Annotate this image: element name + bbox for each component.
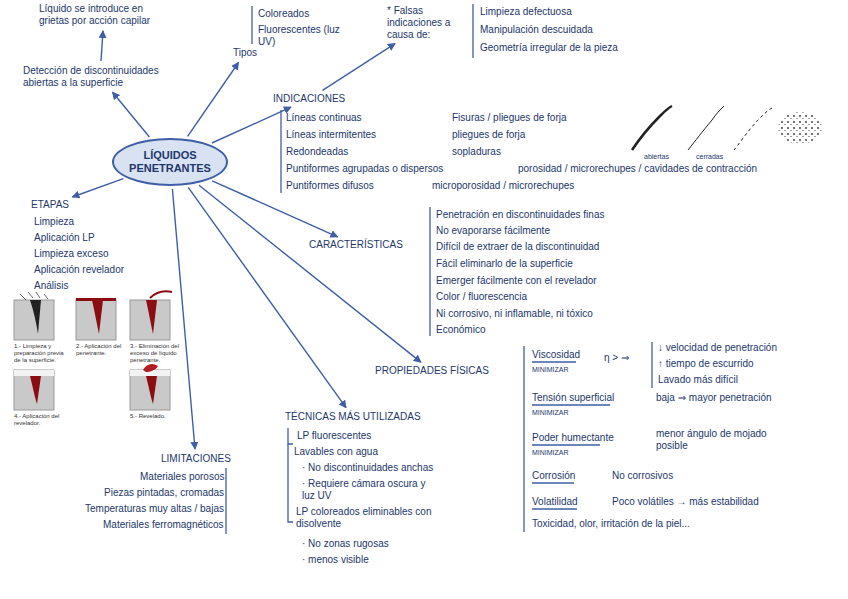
note-text: Líneas intermitentes: [286, 129, 376, 141]
note-text: MINIMIZAR: [532, 408, 569, 417]
branch-heading: Detección de discontinuidades abiertas a…: [20, 64, 180, 90]
note-text: Lavado más difícil: [658, 374, 738, 386]
brackets: [226, 4, 652, 534]
note-text: Coloreados: [258, 8, 309, 20]
branch-arrow: [101, 31, 103, 61]
note-text: Limpieza exceso: [34, 248, 108, 260]
figure-caption: 4.- Aplicación del revelador.: [14, 413, 70, 427]
note-text: Temperaturas muy altas / bajas: [85, 503, 224, 515]
note-text: · No discontinuidades anchas: [302, 462, 433, 474]
central-ellipse: LÍQUIDOS PENETRANTES: [112, 138, 228, 186]
note-text: No corrosivos: [612, 470, 673, 482]
note-text: LP fluorescentes: [297, 430, 371, 442]
note-text: Geometría irregular de la pieza: [480, 42, 618, 54]
note-text: baja ⇒ mayor penetración: [656, 392, 772, 404]
note-text: microporosidad / microrechupes: [432, 180, 574, 192]
node-text: Tipos: [233, 47, 257, 59]
node-text: PROPIEDADES FÍSICAS: [375, 365, 489, 377]
note-text: Líneas continuas: [286, 112, 362, 124]
node-text: CARACTERÍSTICAS: [309, 239, 403, 251]
node-text: INDICACIONES: [273, 93, 345, 105]
branch-arrow: [113, 92, 150, 137]
note-text: sopladuras: [452, 146, 501, 158]
note-text: Ni corrosivo, ni inflamable, ni tóxico: [436, 308, 593, 320]
note-text: Fluorescentes (luz UV): [258, 24, 348, 48]
figure-caption: 3.- Eliminación del exceso de líquido pe…: [130, 343, 186, 364]
node-text: * Falsas indicaciones a causa de:: [387, 5, 467, 41]
figure-caption: 5.- Revelado.: [130, 413, 186, 420]
branch-arrow: [323, 44, 396, 91]
crack-illustration: [632, 106, 822, 150]
branch-arrow: [172, 189, 195, 449]
branch-arrow: [212, 107, 291, 143]
note-text: Lavables con agua: [294, 446, 378, 458]
branch-arrow: [72, 179, 123, 197]
node-text: Líquido se introduce en grietas por acci…: [39, 3, 169, 27]
branch-heading: PROPIEDADES FÍSICAS: [372, 364, 492, 378]
note-text: Materiales ferromagnéticos: [103, 519, 224, 531]
note-text: Color / fluorescencia: [436, 291, 527, 303]
note-text: Fácil eliminarlo de la superficie: [436, 258, 573, 270]
note-text: porosidad / microrechupes / cavidades de…: [518, 163, 757, 175]
node-text: ETAPAS: [31, 199, 69, 211]
branch-arrow: [188, 63, 239, 137]
branch-heading: TÉCNICAS MÁS UTILIZADAS: [282, 410, 424, 424]
note-text: Volatilidad: [532, 496, 578, 508]
note-text: · Requiere cámara oscura y luz UV: [302, 478, 432, 502]
note-text: ↓ velocidad de penetración: [658, 342, 777, 354]
note-text: Poder humectante: [532, 432, 614, 444]
note-text: Limpieza defectuosa: [480, 6, 572, 18]
branch-heading: LIMITACIONES: [158, 452, 234, 466]
note-text: Poco volátiles → más estabilidad: [612, 496, 759, 508]
note-text: Tensión superficial: [532, 392, 614, 404]
note-text: No evaporarse fácilmente: [436, 225, 550, 237]
branch-heading: CARACTERÍSTICAS: [306, 238, 406, 252]
note-text: MINIMIZAR: [532, 365, 569, 374]
note-text: Aplicación LP: [34, 232, 95, 244]
node-text: LÍQUIDOS PENETRANTES: [128, 149, 212, 175]
branch-arrow: [199, 185, 421, 362]
note-text: Redondeadas: [286, 146, 348, 158]
branch-heading: ETAPAS: [28, 198, 72, 212]
note-text: Fisuras / pliegues de forja: [452, 112, 567, 124]
note-text: Piezas pintadas, cromadas: [104, 487, 224, 499]
note-text: MINIMIZAR: [532, 448, 569, 457]
note-text: Limpieza: [34, 216, 74, 228]
node-text: Detección de discontinuidades abiertas a…: [23, 65, 177, 89]
note-text: Puntiformes difusos: [286, 180, 374, 192]
node-text: TÉCNICAS MÁS UTILIZADAS: [285, 411, 421, 423]
note-text: · No zonas rugosas: [302, 538, 389, 550]
note-text: · menos visible: [302, 554, 369, 566]
note-text: Aplicación revelador: [34, 264, 124, 276]
note-text: menor ángulo de mojado posible: [656, 428, 768, 452]
note-text: ↑ tiempo de escurrido: [658, 358, 754, 370]
note-text: Análisis: [34, 280, 68, 292]
note-text: Manipulación descuidada: [480, 24, 593, 36]
note-text: Económico: [436, 324, 485, 336]
note-text: Corrosión: [532, 470, 575, 482]
node-text: LIMITACIONES: [161, 453, 231, 465]
branch-arrow: [188, 187, 346, 407]
note-text: Toxicidad, olor, irritación de la piel..…: [532, 518, 690, 530]
note-text: Materiales porosos: [140, 471, 224, 483]
note-text: Penetración en discontinuidades finas: [436, 209, 604, 221]
branch-heading: Líquido se introduce en grietas por acci…: [36, 2, 172, 28]
branch-heading: INDICACIONES: [270, 92, 348, 106]
note-text: cerradas: [696, 152, 723, 161]
figure-caption: 1.- Limpieza y preparación previa de la …: [14, 343, 70, 364]
note-text: LP coloreados eliminables con disolvente: [296, 506, 456, 530]
branch-heading: Tipos: [230, 46, 260, 60]
branch-heading: * Falsas indicaciones a causa de:: [384, 4, 470, 42]
note-text: Difícil de extraer de la discontinuidad: [436, 241, 599, 253]
note-text: Puntiformes agrupadas o dispersos: [286, 163, 443, 175]
note-text: abiertas: [644, 152, 669, 161]
note-text: Viscosidad: [532, 349, 580, 361]
note-text: η > ⇒: [604, 352, 629, 364]
figure-caption: 2.- Aplicación del penetrante.: [76, 343, 128, 357]
note-text: Emerger fácilmente con el revelador: [436, 275, 597, 287]
note-text: pliegues de forja: [452, 129, 525, 141]
